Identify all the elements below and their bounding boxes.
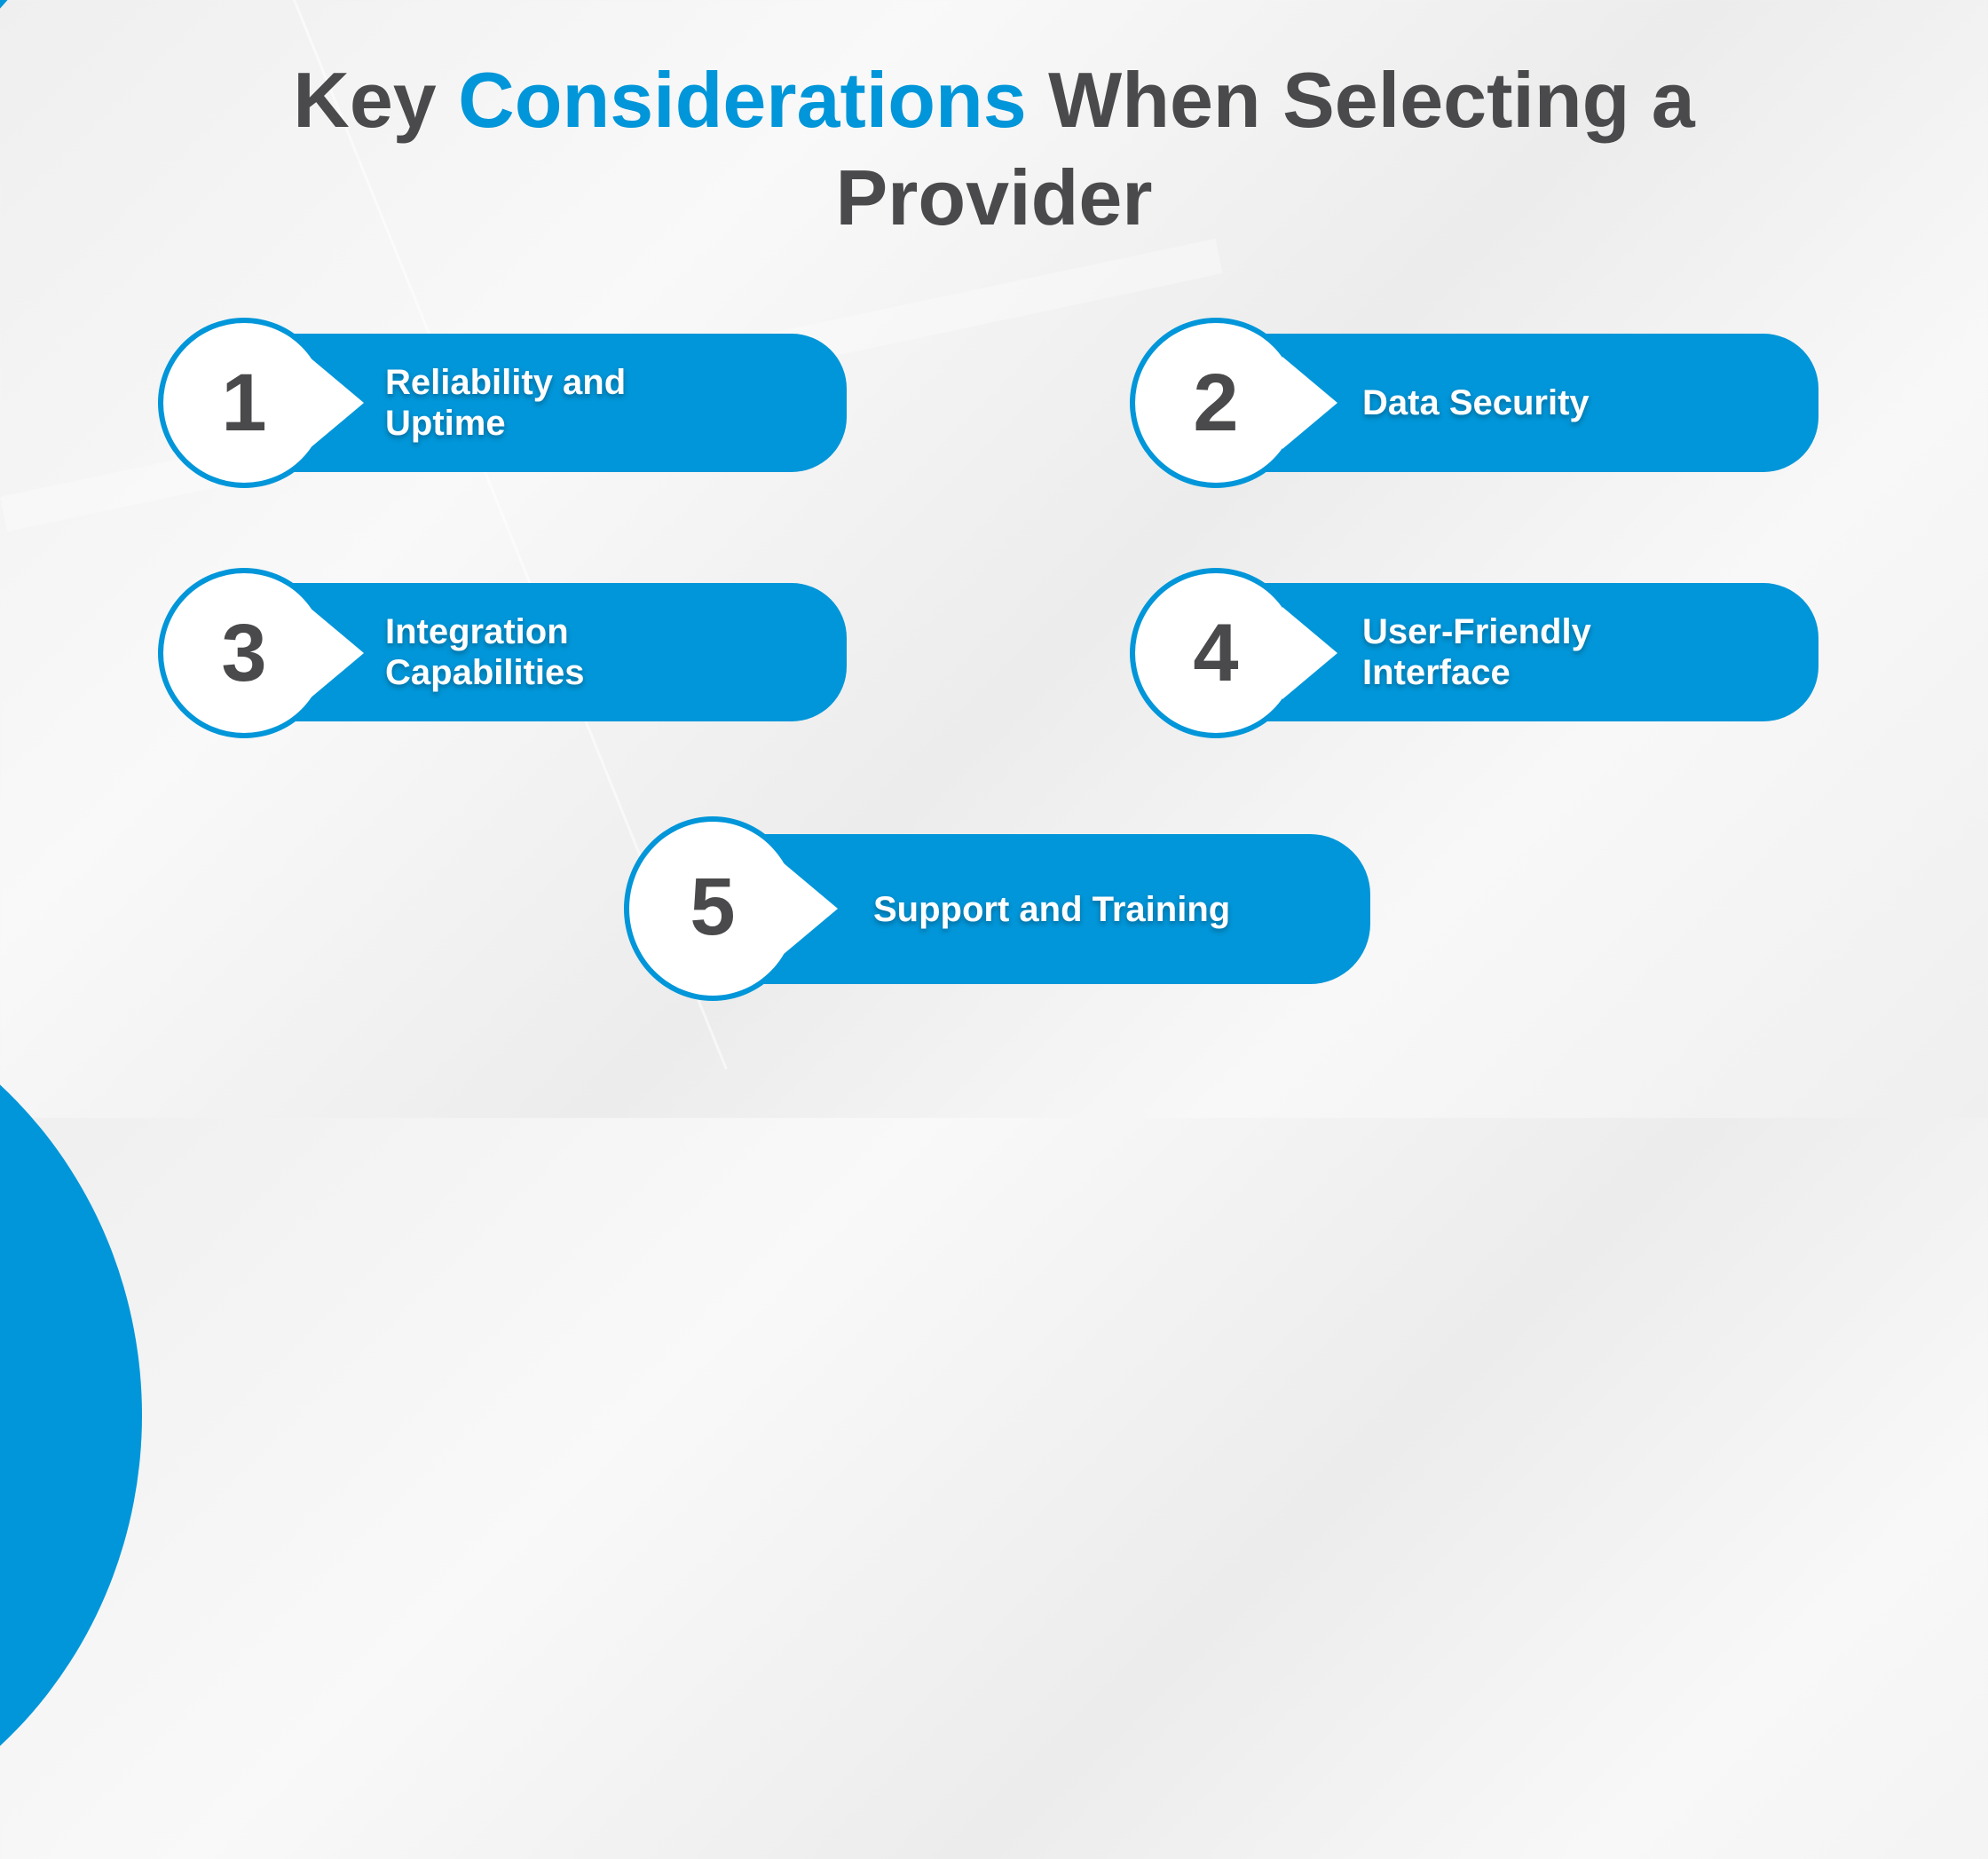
card-number: 5 bbox=[690, 862, 736, 952]
pointer-arrow-icon bbox=[783, 863, 838, 955]
title-part-2: When Selecting a bbox=[1026, 56, 1695, 144]
card-label: Integration Capabilities bbox=[385, 612, 585, 692]
number-circle bbox=[158, 568, 330, 738]
title-accent: Considerations bbox=[458, 56, 1027, 144]
card-number: 1 bbox=[221, 358, 267, 448]
card-number: 4 bbox=[1193, 608, 1239, 698]
number-circle bbox=[624, 816, 801, 1001]
number-circle bbox=[1130, 568, 1302, 738]
card-number: 2 bbox=[1193, 358, 1239, 448]
card-label: User-Friendly Interface bbox=[1362, 612, 1591, 692]
title-line-1: Key Considerations When Selecting a bbox=[0, 51, 1988, 149]
card-number: 3 bbox=[221, 608, 267, 698]
pointer-arrow-icon bbox=[1282, 607, 1337, 699]
number-circle bbox=[158, 318, 330, 488]
pointer-arrow-icon bbox=[309, 607, 364, 699]
corner-decoration-bottom-left bbox=[0, 972, 142, 1859]
pointer-arrow-icon bbox=[309, 357, 364, 449]
card-label: Reliability and Uptime bbox=[385, 363, 627, 443]
pointer-arrow-icon bbox=[1282, 357, 1337, 449]
card-label: Data Security bbox=[1362, 383, 1590, 422]
title-part-1: Key bbox=[293, 56, 459, 144]
card-label: Support and Training bbox=[873, 889, 1231, 929]
number-circle bbox=[1130, 318, 1302, 488]
title-line-2: Provider bbox=[835, 154, 1153, 241]
page-title: Key Considerations When Selecting a Prov… bbox=[0, 51, 1988, 247]
